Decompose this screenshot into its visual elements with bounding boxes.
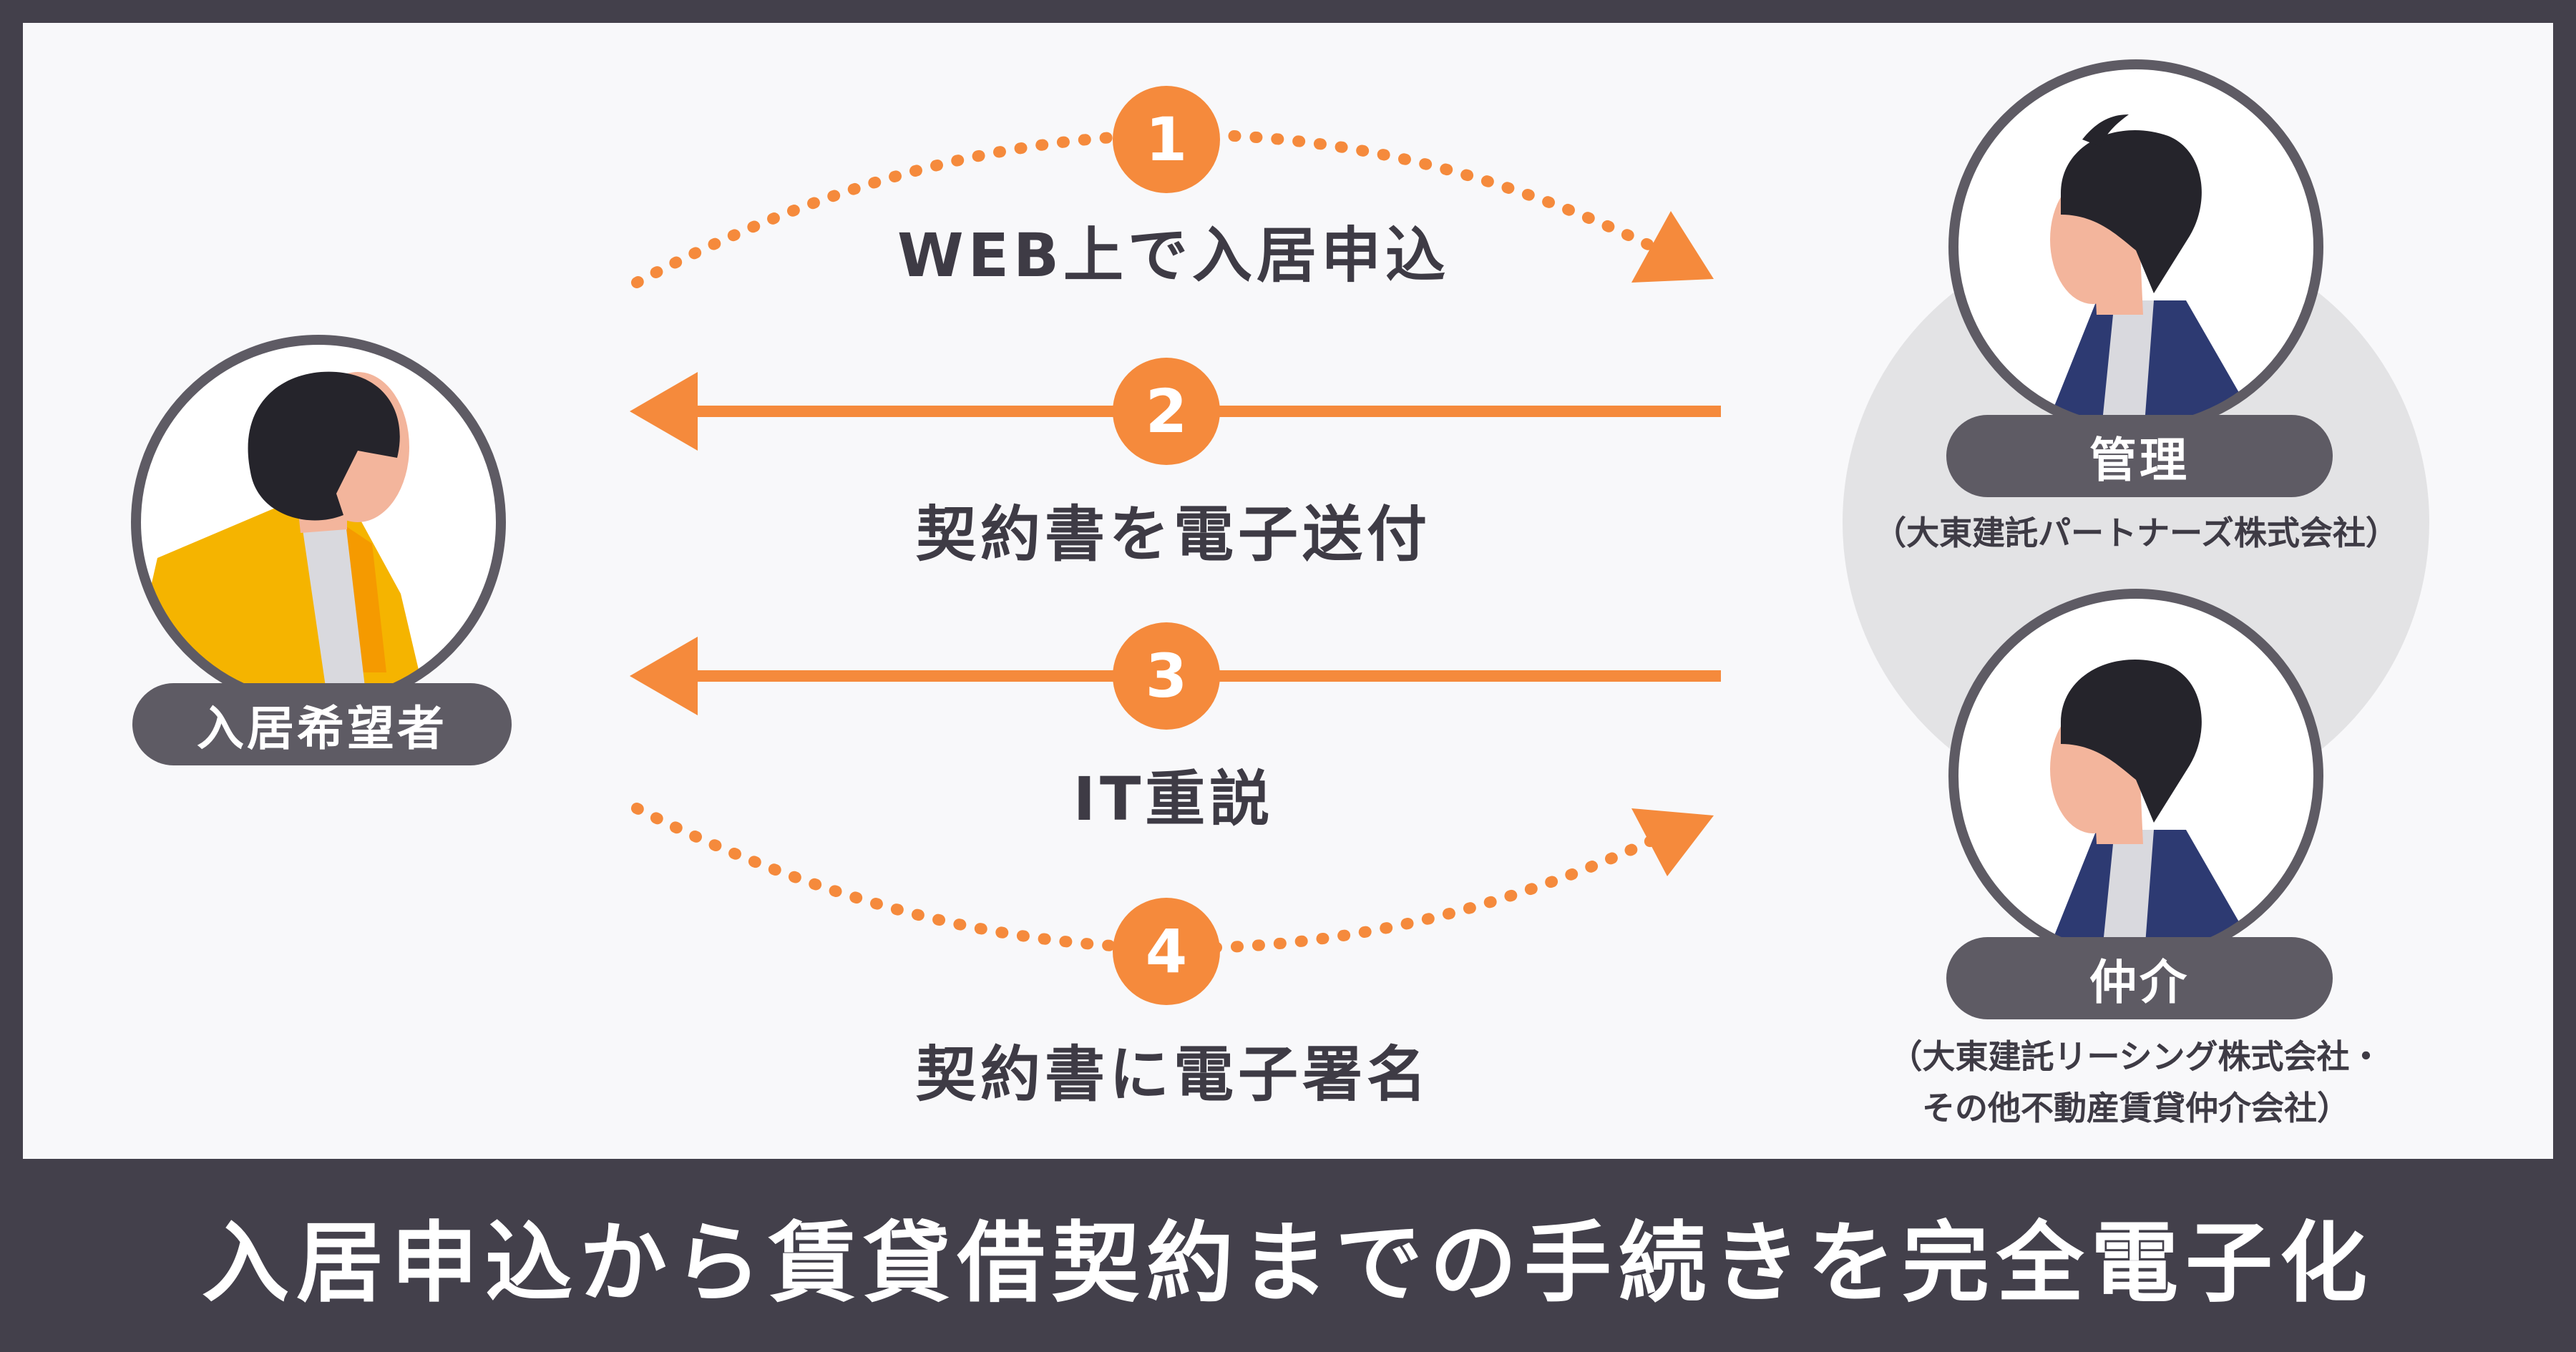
step-3-label: IT重説: [1073, 764, 1274, 834]
step-1-number: 1: [1113, 86, 1220, 193]
step-1-label: WEB上で入居申込: [897, 220, 1450, 290]
step-2-number: 2: [1113, 358, 1220, 465]
broker-company-line1: （大東建託リーシング株式会社・: [1889, 1037, 2383, 1076]
step-4-arrow: [631, 803, 1714, 954]
broker-avatar: [1948, 589, 2323, 964]
step-2-label: 契約書を電子送付: [915, 499, 1432, 569]
step-4-number: 4: [1113, 898, 1220, 1005]
applicant-avatar: [131, 335, 506, 710]
step-1-arrow: [631, 129, 1714, 288]
step-4-label: 契約書に電子署名: [915, 1039, 1432, 1109]
broker-company-line2: その他不動産賃貸仲介会社）: [1922, 1089, 2350, 1127]
step-3-number: 3: [1113, 622, 1220, 730]
management-avatar: [1948, 59, 2323, 434]
management-pill: 管理: [1946, 415, 2333, 497]
management-company: （大東建託パートナーズ株式会社）: [1873, 514, 2399, 552]
applicant-pill: 入居希望者: [132, 683, 512, 765]
broker-pill: 仲介: [1946, 937, 2333, 1019]
footer-caption: 入居申込から賃貸借契約までの手続きを完全電子化: [202, 1212, 2374, 1314]
